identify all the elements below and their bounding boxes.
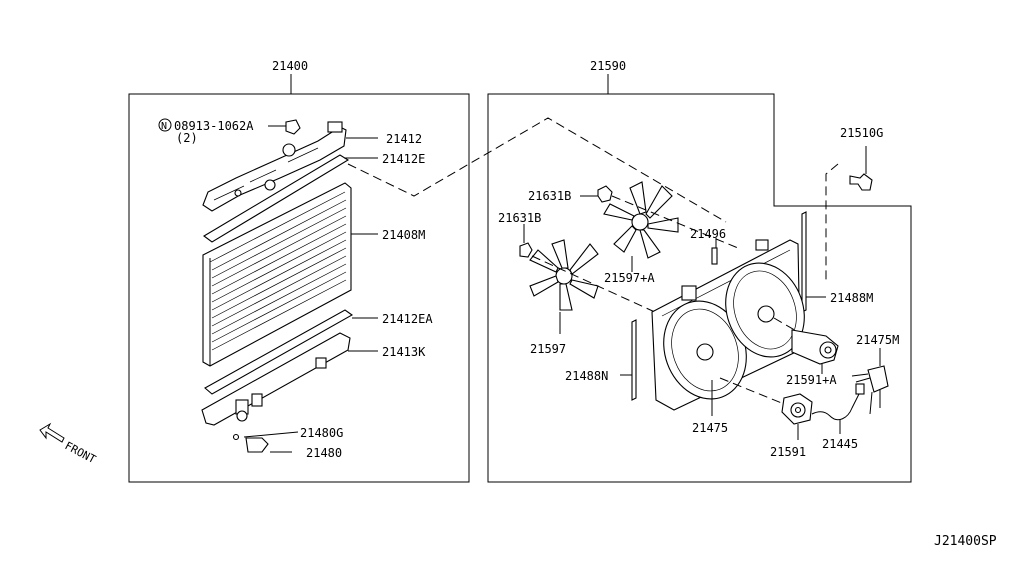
fan-shroud: [651, 239, 805, 416]
radiator-group-box: 21400: [128, 59, 470, 483]
bolt-08913: N 08913-1062A (2): [158, 118, 301, 145]
clip-21510G: [825, 146, 873, 280]
seal-strip-left: [620, 319, 637, 401]
label-21591A: 21591+A: [786, 373, 837, 387]
label-21631B-top: 21631B: [528, 189, 571, 203]
label-bolt-prefix: N: [161, 121, 167, 132]
connector-21475M: [851, 348, 889, 415]
radiator-core: [202, 182, 352, 367]
fan-upper: [603, 181, 739, 272]
diagram-code: J21400SP: [934, 534, 997, 549]
label-21475M: 21475M: [856, 333, 899, 347]
seal-lower: [204, 309, 354, 395]
label-21496: 21496: [690, 227, 726, 241]
seal-strip-right: [801, 211, 826, 313]
label-21412E: 21412E: [382, 152, 425, 166]
label-21597: 21597: [530, 342, 566, 356]
motor-upper: [773, 317, 839, 374]
seal-upper: [203, 154, 350, 243]
label-radiator-group: 21400: [272, 59, 308, 73]
drain-plug: [232, 433, 269, 453]
label-21480: 21480: [306, 446, 342, 460]
label-bolt: 08913-1062A: [174, 119, 254, 133]
label-21480G: 21480G: [300, 426, 343, 440]
fan-lower: [529, 239, 669, 334]
fan-group-box: 21590: [487, 59, 912, 483]
label-front: FRONT: [63, 439, 99, 466]
label-21413K: 21413K: [382, 345, 426, 359]
label-21597A: 21597+A: [604, 271, 655, 285]
label-21591: 21591: [770, 445, 806, 459]
upper-tank: [202, 121, 347, 212]
bracket-21496: [711, 238, 718, 265]
label-21475: 21475: [692, 421, 728, 435]
n-prefix-circle: [158, 118, 172, 132]
nut-upper: [580, 185, 613, 203]
motor-lower: [719, 377, 813, 440]
wire-harness: [811, 383, 865, 434]
label-21510G: 21510G: [840, 126, 883, 140]
lower-tank: [201, 332, 351, 426]
connection-dashed-line: [347, 117, 727, 223]
label-21412EA: 21412EA: [382, 312, 433, 326]
label-21488N: 21488N: [565, 369, 608, 383]
label-21488M: 21488M: [830, 291, 873, 305]
front-arrow-icon: [39, 422, 65, 443]
label-21631B-left: 21631B: [498, 211, 541, 225]
label-21408M: 21408M: [382, 228, 425, 242]
label-bolt-qty: (2): [176, 131, 198, 145]
label-fan-group: 21590: [590, 59, 626, 73]
radiator-leaders: [243, 137, 378, 453]
label-21445: 21445: [822, 437, 858, 451]
label-21412: 21412: [386, 132, 422, 146]
nut-lower: [519, 224, 533, 258]
